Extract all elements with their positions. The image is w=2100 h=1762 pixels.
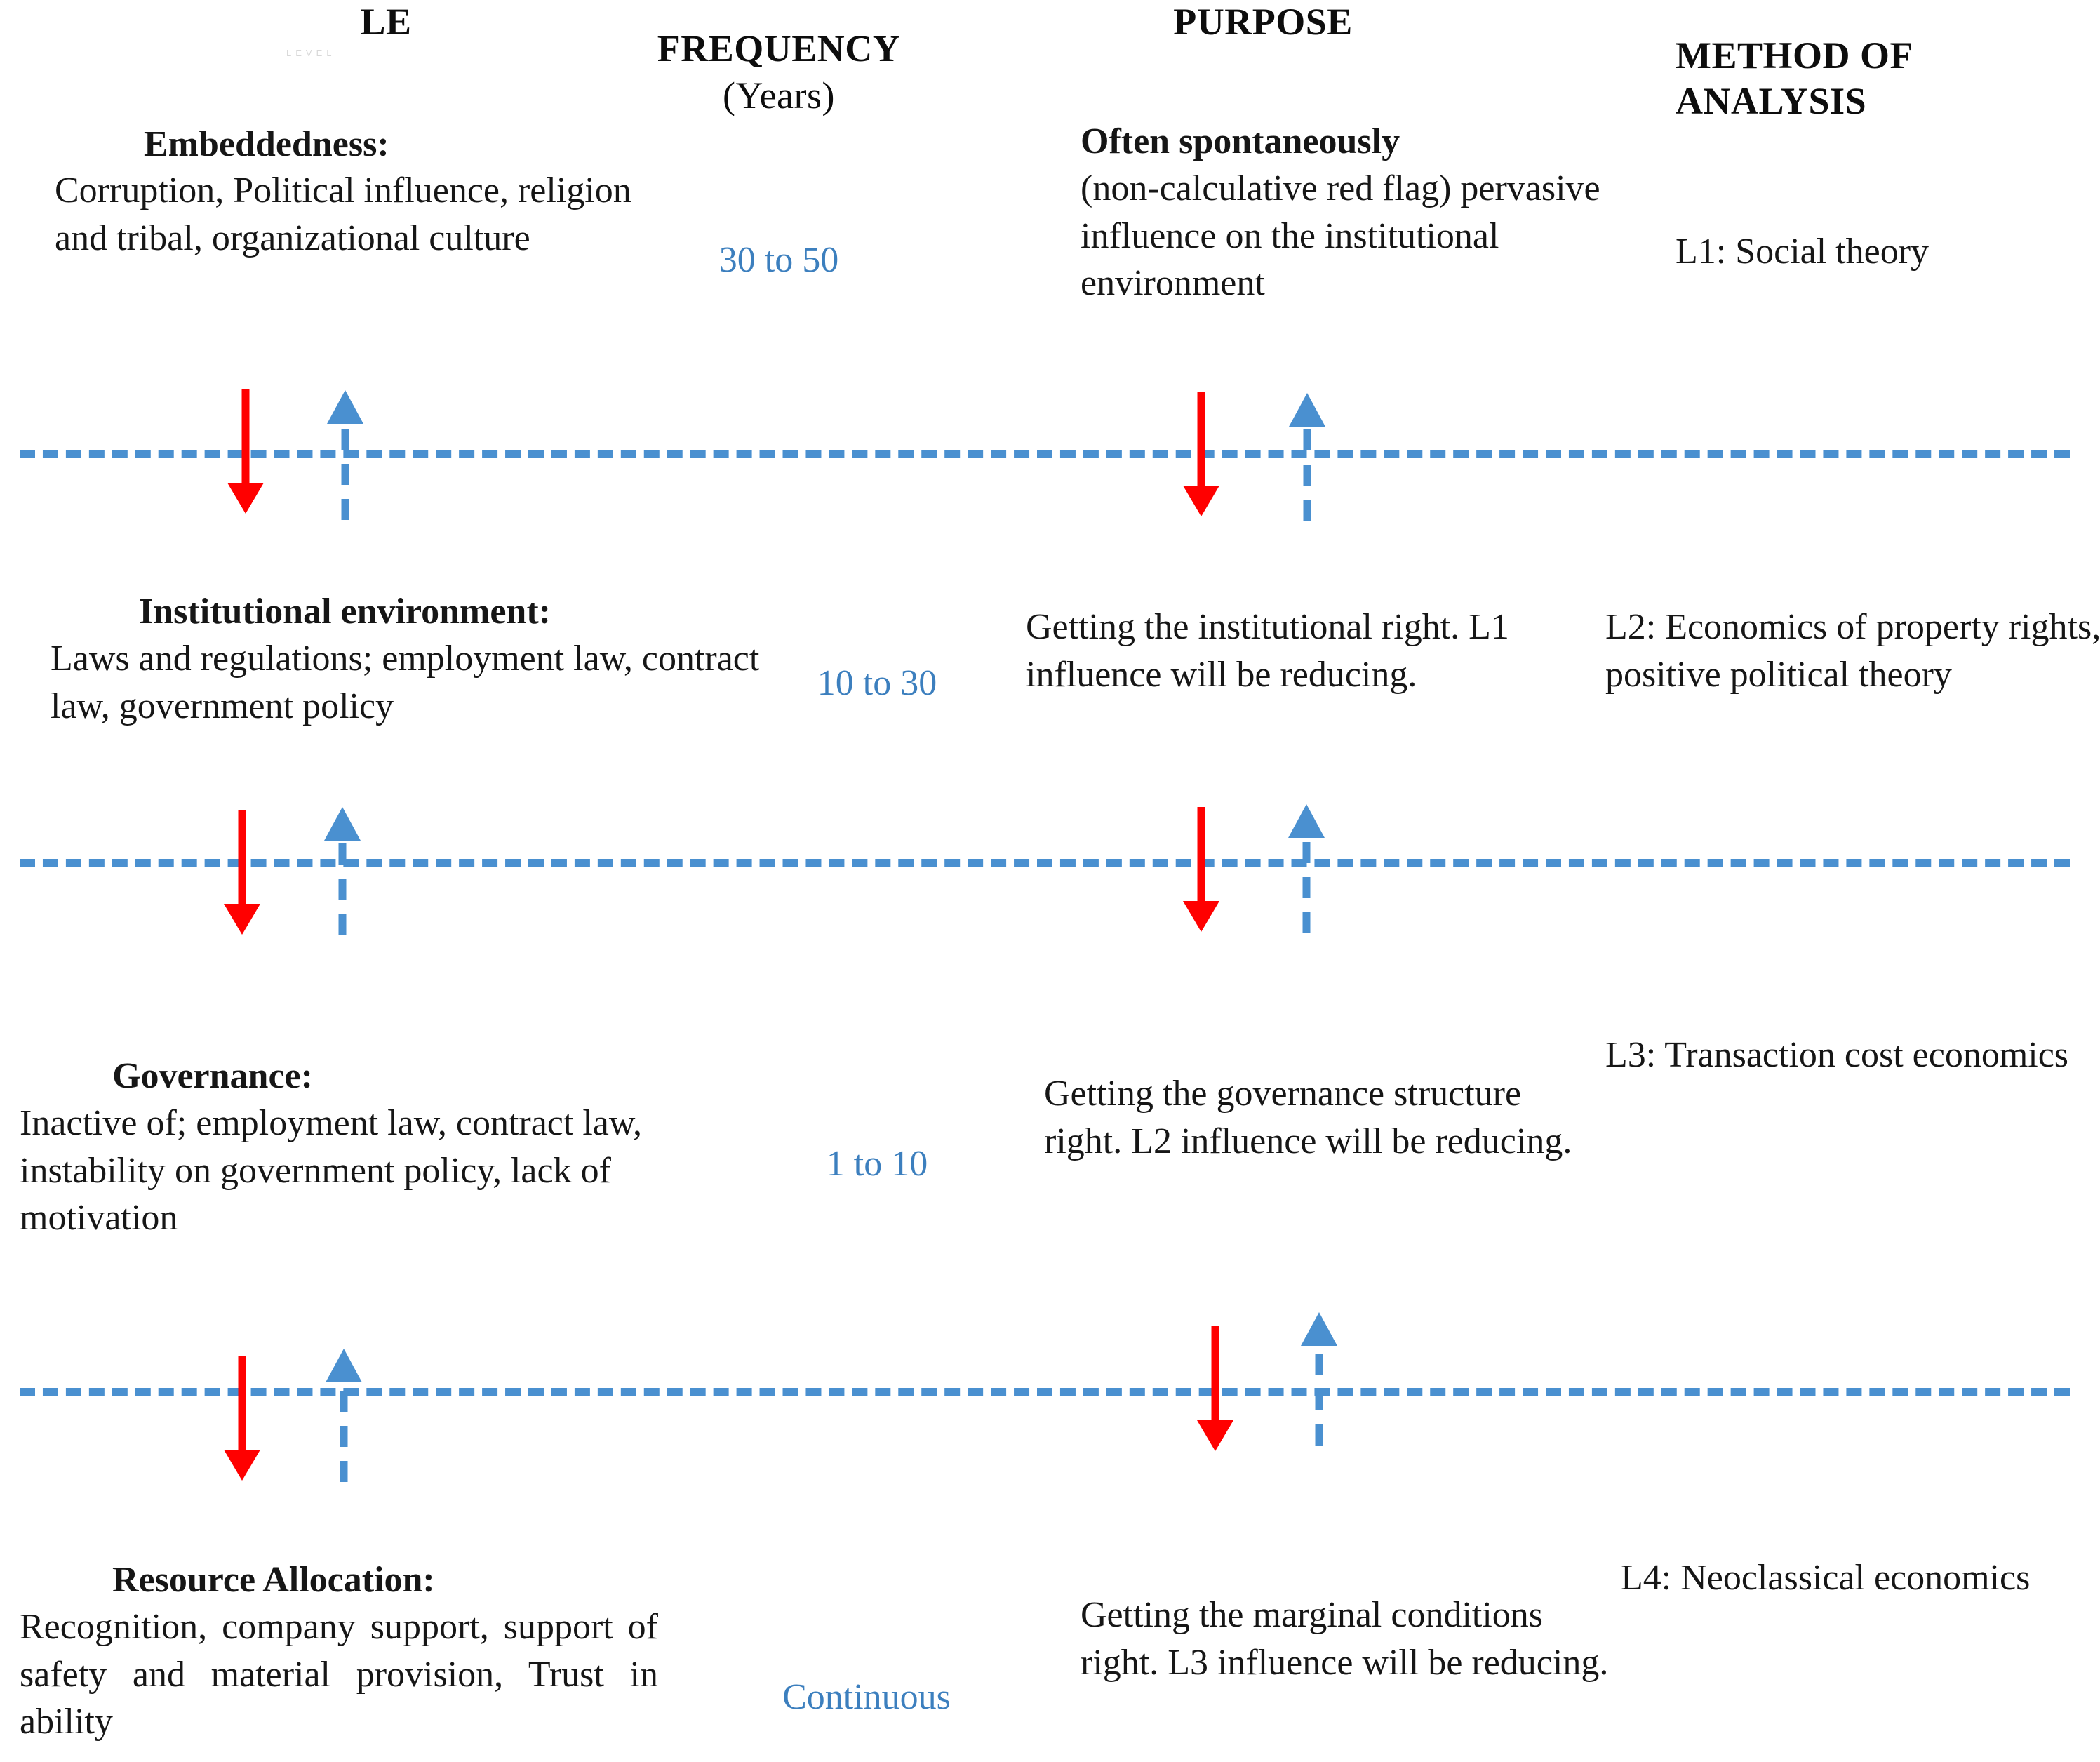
row-1-description: Corruption, Political influence, religio… [55, 171, 631, 258]
row-1-frequency: 30 to 50 [718, 240, 839, 280]
row-1-title-text: Embeddedness: [144, 124, 389, 164]
row-3-description: Inactive of; employment law, contract la… [20, 1103, 643, 1239]
down-arrow-red-left-1 [225, 387, 267, 514]
up-arrow-blue-right-3 [1298, 1312, 1340, 1446]
row-4-method: L4: Neoclassical economics [1621, 1558, 2031, 1598]
down-arrow-red-left-3 [221, 1354, 263, 1481]
down-arrow-red-right-2 [1180, 806, 1222, 932]
up-arrow-blue-left-2 [321, 807, 363, 935]
row-4-frequency: Continuous [782, 1677, 951, 1717]
row-4-purpose: Getting the marginal conditions right. L… [1081, 1595, 1609, 1683]
row-1-purpose-bold-text: Often spontaneously [1081, 121, 1400, 161]
row-3-purpose: Getting the governance structure right. … [1044, 1074, 1572, 1161]
down-arrow-red-right-1 [1180, 390, 1222, 516]
row-1-title: Embeddedness: [144, 121, 705, 168]
row-1-purpose-bold: Often spontaneously [1081, 118, 1614, 166]
up-arrow-blue-left-3 [323, 1349, 365, 1482]
down-arrow-red-left-2 [221, 808, 263, 935]
column-header-purpose: PURPOSE [1173, 1, 1353, 43]
separator-3 [20, 1388, 2070, 1396]
row-2-description: Laws and regulations; employment law, co… [51, 639, 760, 726]
row-4-title: Resource Allocation: [112, 1556, 744, 1604]
down-arrow-red-right-3 [1194, 1325, 1236, 1451]
column-header-le-ghost: LEVEL [286, 48, 336, 58]
row-3-title-text: Governance: [112, 1056, 313, 1096]
row-1-purpose: (non-calculative red flag) pervasive inf… [1081, 168, 1600, 304]
separator-1 [20, 450, 2070, 458]
row-3-frequency: 1 to 10 [826, 1144, 928, 1184]
up-arrow-blue-right-2 [1285, 804, 1327, 933]
column-header-frequency-unit: (Years) [723, 74, 835, 116]
up-arrow-blue-left-1 [324, 390, 366, 520]
row-2-frequency: 10 to 30 [817, 663, 937, 703]
column-header-le: LE [360, 1, 412, 43]
row-1-method: L1: Social theory [1676, 232, 1930, 272]
row-2-title: Institutional environment: [139, 588, 841, 636]
up-arrow-blue-right-1 [1286, 393, 1328, 521]
row-2-purpose: Getting the institutional right. L1 infl… [1026, 607, 1509, 695]
row-2-method: L2: Economics of property rights, positi… [1605, 607, 2100, 695]
row-3-title: Governance: [112, 1053, 674, 1100]
separator-2 [20, 859, 2070, 867]
column-header-method-line2: ANALYSIS [1676, 80, 1867, 122]
row-4-description: Recognition, company support, support of… [20, 1607, 658, 1742]
row-3-method: L3: Transaction cost economics [1605, 1035, 2069, 1075]
row-2-title-text: Institutional environment: [139, 592, 551, 632]
column-header-method-line1: METHOD OF [1676, 34, 1913, 76]
row-4-title-text: Resource Allocation: [112, 1560, 435, 1600]
column-header-frequency: FREQUENCY [657, 27, 901, 69]
